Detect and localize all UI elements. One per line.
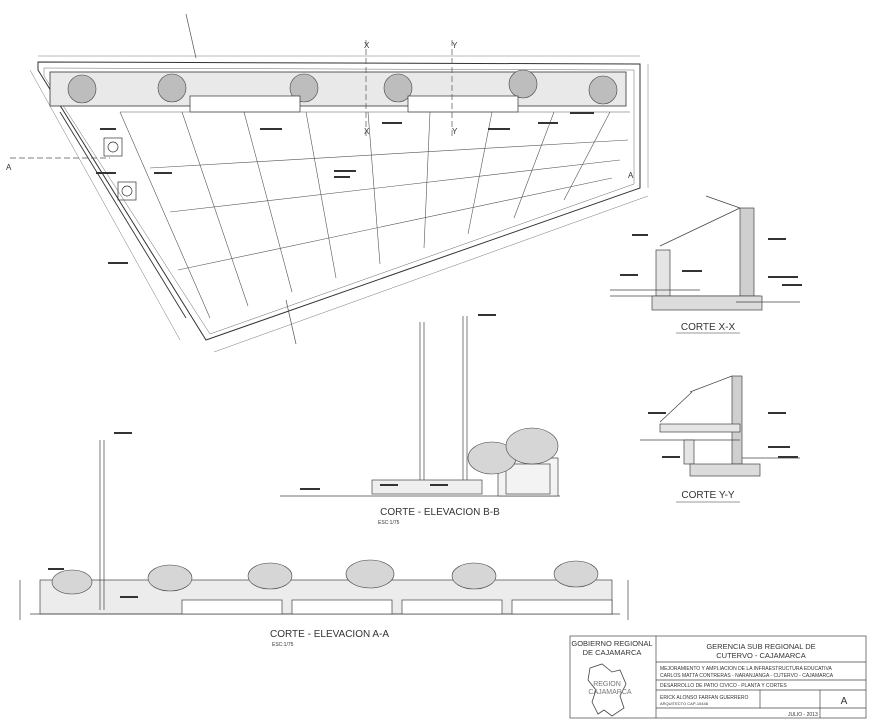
project-line-1: MEJORAMIENTO Y AMPLIACION DE LA INFRAEST… [660,666,832,672]
gerencia-line-1: GERENCIA SUB REGIONAL DE [706,642,815,651]
map-label-1: REGION [593,681,621,688]
sheet-number: A [841,696,848,707]
elevation-bb-drawing [280,316,560,497]
elevation-aa-drawing [19,440,629,620]
region-map-icon [587,663,627,717]
plan-annotations [96,112,594,264]
org-line-2: DE CAJAMARCA [583,648,642,657]
section-xx-title: CORTE X-X [681,322,736,333]
section-yy-tags [648,412,798,458]
sheet-title: DESARROLLO DE PATIO CIVICO - PLANTA Y CO… [660,683,787,689]
marker-a-left: A [6,163,12,172]
org-line-1: GOBIERNO REGIONAL [571,639,652,648]
elevation-aa-title: CORTE - ELEVACION A-A [270,629,389,640]
project-line-2: CARLOS MATTA CONTRERAS - NARANJANGA - CU… [660,673,834,679]
author-name: ERICK ALONSO FARFAN GUERRERO [660,695,748,701]
section-xx-tags [620,234,802,286]
section-markers: X Y X Y A A [6,41,634,180]
section-xx-drawing [610,195,800,311]
marker-x-top: X [364,41,370,50]
section-yy-drawing [640,375,800,477]
marker-a-right: A [628,171,634,180]
plan-view [10,13,649,353]
elevation-aa-shrubs [51,559,599,595]
author-subtitle: ARQUITECTO CAP-10448 [660,701,709,706]
elevation-bb-tags [300,314,496,490]
elevation-aa-scale: ESC:1/75 [272,642,294,648]
paving-grid [119,111,630,319]
map-label-2: CAJAMARCA [588,689,632,696]
drawing-date: JULIO - 2013 [788,712,818,718]
elevation-bb-scale: ESC:1/75 [378,520,400,526]
marker-x-bottom: X [364,127,370,136]
planter-shrubs [67,69,618,105]
elevation-bb-trees [467,427,559,475]
gerencia-line-2: CUTERVO - CAJAMARCA [716,651,805,660]
elevation-bb-title: CORTE - ELEVACION B-B [380,507,500,518]
marker-y-top: Y [452,41,458,50]
elevation-aa-tags [48,432,138,598]
marker-y-bottom: Y [452,127,458,136]
section-yy-title: CORTE Y-Y [681,490,734,501]
